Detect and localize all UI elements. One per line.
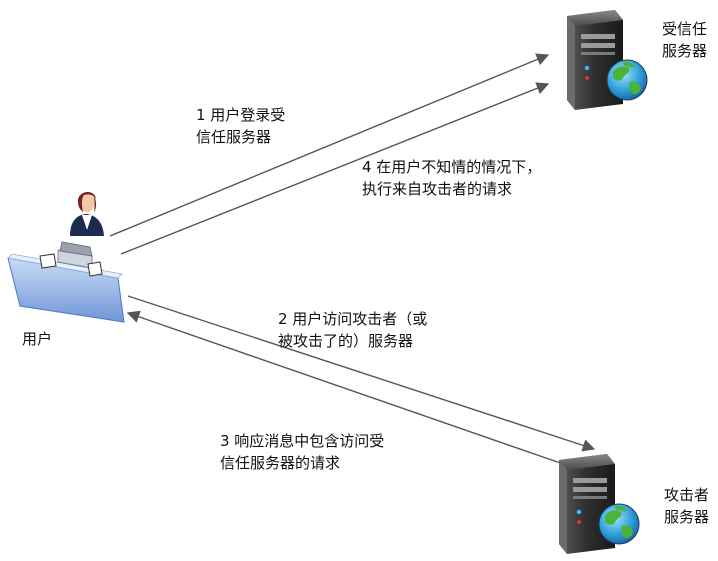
server-globe-icon — [559, 454, 640, 554]
trusted-server-label: 受信任 服务器 — [662, 18, 707, 62]
step-4-label: 4 在用户不知情的情况下， 执行来自攻击者的请求 — [362, 156, 541, 200]
step-2-line-1: 2 用户访问攻击者（或 — [278, 310, 428, 328]
trusted-server-label-line-2: 服务器 — [662, 42, 708, 60]
attacker-server-label: 攻击者 服务器 — [664, 484, 709, 528]
step-2-line-2: 被攻击了的）服务器 — [278, 332, 414, 350]
person-figure — [70, 191, 104, 236]
attacker-server — [559, 454, 640, 554]
step-1-line-1: 1 用户登录受 — [196, 106, 286, 124]
arrow-step-3 — [126, 310, 567, 466]
trusted-server-label-line-1: 受信任 — [662, 20, 708, 38]
attacker-server-label-line-1: 攻击者 — [664, 486, 710, 504]
user-label: 用户 — [22, 328, 52, 350]
arrows — [109, 53, 596, 466]
step-3-line-1: 3 响应消息中包含访问受 — [220, 432, 385, 450]
attacker-server-label-line-2: 服务器 — [664, 508, 710, 526]
step-3-label: 3 响应消息中包含访问受 信任服务器的请求 — [220, 430, 384, 474]
server-globe-icon — [567, 10, 648, 110]
step-4-line-1: 4 在用户不知情的情况下， — [362, 158, 542, 176]
arrow-step-1 — [109, 53, 550, 237]
step-3-line-2: 信任服务器的请求 — [220, 454, 341, 472]
trusted-server — [567, 10, 648, 110]
arrow-step-4 — [120, 82, 550, 255]
step-1-label: 1 用户登录受 信任服务器 — [196, 104, 285, 148]
user-label-text: 用户 — [22, 330, 53, 348]
step-4-line-2: 执行来自攻击者的请求 — [362, 180, 513, 198]
arrow-step-2 — [127, 295, 596, 452]
user-at-desk-icon — [7, 191, 125, 323]
step-1-line-2: 信任服务器 — [196, 128, 272, 146]
step-2-label: 2 用户访问攻击者（或 被攻击了的）服务器 — [278, 308, 427, 352]
desk — [7, 241, 125, 323]
